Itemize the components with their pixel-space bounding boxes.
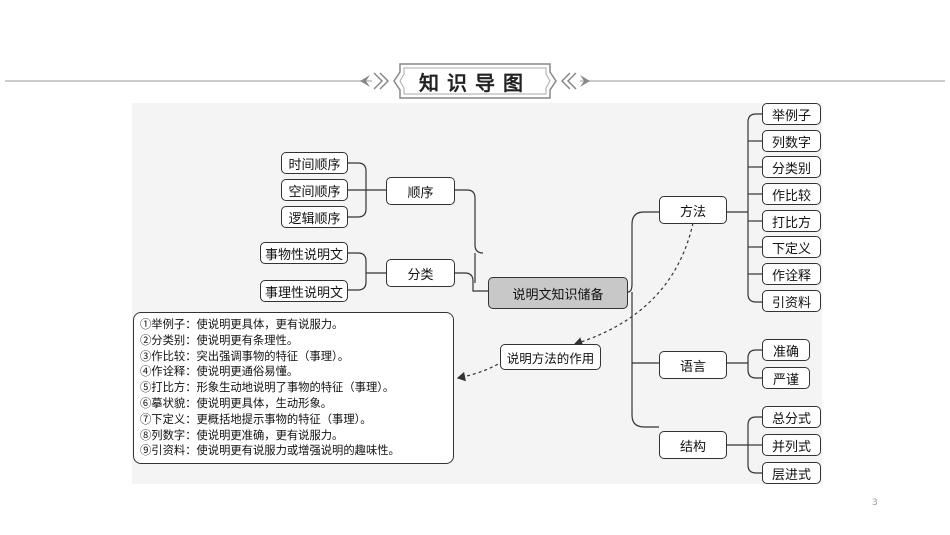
structure-general-specific: 总分式 — [762, 406, 821, 428]
node-reason-expository: 事理性说明文 — [260, 280, 348, 302]
node-methods: 方法 — [659, 196, 727, 224]
effect-line: ⑥摹状貌：使说明更具体，生动形象。 — [140, 396, 333, 410]
structure-progressive: 层进式 — [762, 462, 821, 484]
method-explain: 作诠释 — [762, 263, 821, 285]
language-accurate: 准确 — [762, 339, 810, 361]
node-time-order: 时间顺序 — [281, 152, 348, 174]
effect-line: ⑦下定义：更概括地提示事物的特征（事理）。 — [140, 412, 372, 426]
effect-line: ③作比较：突出强调事物的特征（事理）。 — [140, 349, 349, 363]
effect-line: ②分类别：使说明更有条理性。 — [140, 333, 299, 347]
node-center: 说明文知识储备 — [488, 277, 628, 309]
method-example: 举例子 — [762, 103, 821, 125]
structure-parallel: 并列式 — [762, 434, 821, 456]
effect-line: ④作诠释：使说明更通俗易懂。 — [140, 365, 299, 379]
node-language: 语言 — [659, 351, 727, 379]
dotted-arrow-methods-to-effect — [573, 222, 694, 347]
effect-line: ⑤打比方：形象生动地说明了事物的特征（事理）。 — [140, 381, 395, 395]
effect-line: ①举例子：使说明更具体，更有说服力。 — [140, 318, 344, 331]
node-order: 顺序 — [386, 177, 455, 205]
header-ornament — [5, 63, 945, 99]
node-method-effect: 说明方法的作用 — [500, 344, 601, 370]
node-logic-order: 逻辑顺序 — [281, 206, 348, 228]
method-define: 下定义 — [762, 236, 821, 258]
method-numbers: 列数字 — [762, 130, 821, 152]
node-classification: 分类 — [386, 259, 455, 287]
method-analogy: 打比方 — [762, 210, 821, 232]
effect-line: ⑨引资料：使说明更有说服力或增强说明的趣味性。 — [140, 444, 400, 458]
page-title: 知识导图 — [419, 70, 531, 95]
dotted-arrow-effect-to-panel — [456, 357, 509, 382]
method-compare: 作比较 — [762, 183, 821, 205]
node-thing-expository: 事物性说明文 — [260, 242, 348, 264]
effect-line: ⑧列数字：使说明更准确，更有说服力。 — [140, 428, 344, 442]
method-cite: 引资料 — [762, 290, 821, 312]
node-space-order: 空间顺序 — [281, 179, 348, 201]
node-structure: 结构 — [659, 431, 727, 459]
method-classify: 分类别 — [762, 156, 821, 178]
effect-panel: ①举例子：使说明更具体，更有说服力。 ②分类别：使说明更有条理性。 ③作比较：突… — [133, 312, 454, 464]
language-rigorous: 严谨 — [762, 367, 810, 389]
page-number: 3 — [872, 498, 878, 508]
tree-lines — [348, 113, 762, 474]
